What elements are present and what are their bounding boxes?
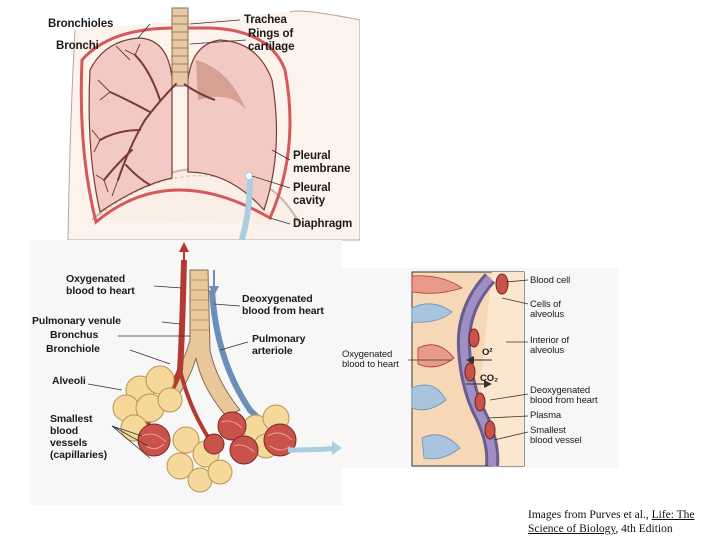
label-cells-alveolus-line2: alveolus: [530, 309, 565, 320]
label-pulmonary-arteriole-line1: Pulmonary: [252, 333, 306, 345]
label-cells-alveolus-line1: Cells of: [530, 299, 561, 310]
label-rings-line1: Rings of: [248, 28, 294, 40]
capillary-panel: Blood cell Cells of alveolus Interior of…: [342, 268, 618, 468]
label-smallest-line1: Smallest: [50, 413, 93, 425]
label-oxygenated-line1: Oxygenated: [342, 349, 393, 360]
label-interior-line2: alveolus: [530, 345, 565, 356]
label-deoxygenated-line1: Deoxygenated: [530, 385, 591, 396]
label-pleural-membrane-line1: Pleural: [293, 150, 331, 162]
label-interior-line1: Interior of: [530, 335, 570, 346]
label-pulmonary-arteriole-line2: arteriole: [252, 345, 293, 357]
lungs-panel: Bronchioles Bronchi Trachea Rings of car…: [0, 0, 360, 246]
label-oxygenated-line1: Oxygenated: [66, 273, 126, 285]
caption-suffix: , 4th Edition: [615, 523, 673, 535]
image-credit-caption: Images from Purves et al., Life: The Sci…: [528, 508, 718, 536]
label-bronchi: Bronchi: [56, 40, 99, 52]
label-deoxygenated-line2: blood from heart: [242, 305, 324, 317]
blood-cells: [464, 273, 509, 440]
label-deoxygenated-line1: Deoxygenated: [242, 293, 313, 305]
label-bronchiole: Bronchiole: [46, 343, 100, 355]
label-smallest-line4: (capillaries): [50, 449, 108, 461]
caption-prefix: Images from Purves et al.,: [528, 509, 652, 521]
label-bronchioles: Bronchioles: [48, 18, 114, 30]
label-plasma: Plasma: [530, 410, 562, 421]
label-pleural-membrane-line2: membrane: [293, 163, 351, 175]
label-oxygenated-line2: blood to heart: [342, 359, 399, 370]
alveoli-panel: Oxygenated blood to heart Deoxygenated b…: [30, 240, 342, 505]
label-diaphragm: Diaphragm: [293, 218, 353, 230]
capillary-network: [137, 411, 297, 465]
label-smallest-vessel-line2: blood vessel: [530, 435, 582, 446]
label-pleural-cavity-line1: Pleural: [293, 182, 331, 194]
label-smallest-line3: vessels: [50, 437, 88, 449]
label-co2: CO₂: [480, 373, 499, 384]
alveoli-illustration: [30, 240, 342, 505]
trachea-shape: [171, 7, 189, 87]
label-trachea: Trachea: [244, 14, 287, 26]
label-blood-cell: Blood cell: [530, 275, 571, 286]
lungs-illustration: [66, 7, 360, 246]
label-bronchus: Bronchus: [50, 329, 99, 341]
label-smallest-vessel-line1: Smallest: [530, 425, 566, 436]
label-oxygenated-line2: blood to heart: [66, 285, 135, 297]
left-lung-shape: [88, 37, 173, 213]
label-deoxygenated-line2: blood from heart: [530, 395, 598, 406]
label-pleural-cavity-line2: cavity: [293, 195, 326, 207]
bronchial-tree: [99, 54, 177, 186]
caption-book-title: Life: The Science of Biology: [528, 509, 695, 535]
capillary-illustration: [342, 268, 618, 468]
label-smallest-line2: blood: [50, 425, 79, 437]
label-alveoli: Alveoli: [52, 375, 86, 387]
label-rings-line2: cartilage: [248, 41, 295, 53]
label-pulmonary-venule: Pulmonary venule: [32, 315, 121, 327]
label-o2: O²: [482, 347, 493, 358]
lung-zoom-arrow: [236, 174, 253, 246]
alveoli-zoom-arrow: [287, 445, 339, 453]
